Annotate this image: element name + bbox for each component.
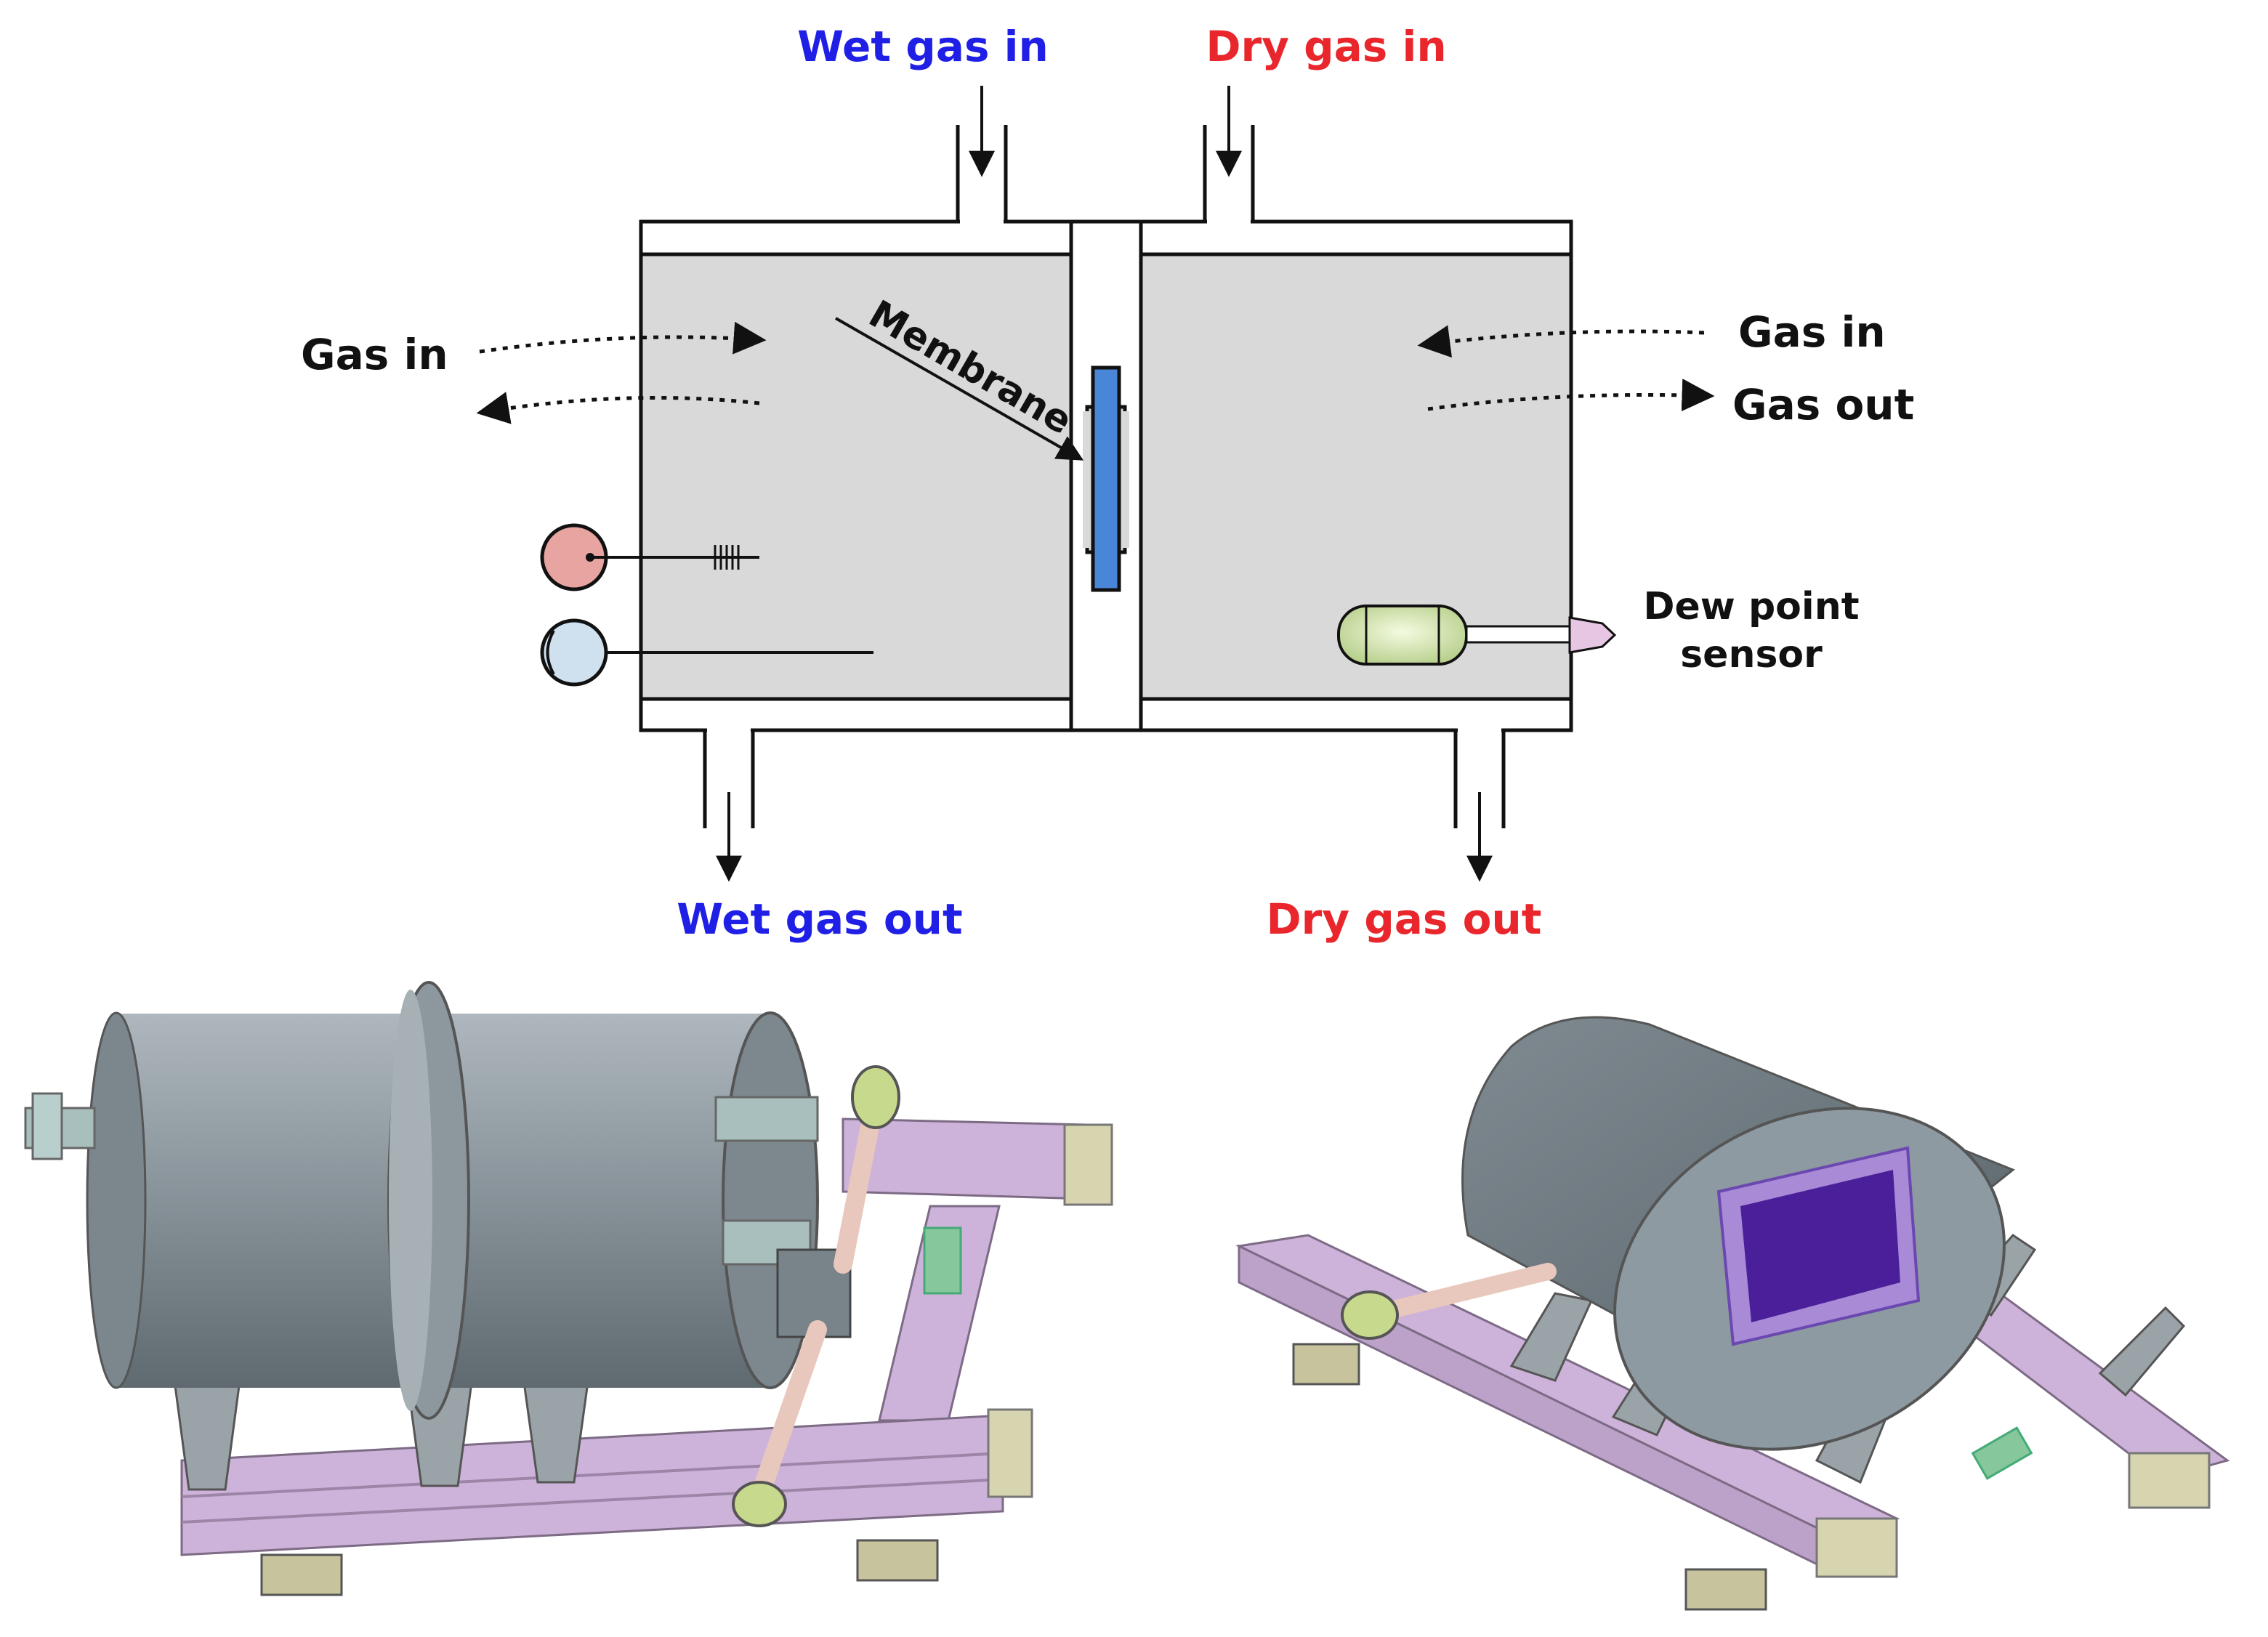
- temperature-gauge-icon: [540, 523, 759, 591]
- dry-gas-out-label: Dry gas out: [1267, 894, 1542, 944]
- membrane: [1091, 365, 1121, 592]
- dew-point-sensor-icon: [1337, 605, 1617, 666]
- wet-gas-inlet-pipe: [956, 125, 1008, 224]
- render-side-view: [24, 981, 1113, 1596]
- wet-chamber: [639, 252, 1073, 701]
- pink-tube-lower: [750, 1320, 827, 1506]
- left-gas-in-label: Gas in: [301, 330, 448, 379]
- wet-gas-in-label: Wet gas in: [797, 22, 1049, 71]
- dry-gas-inlet-pipe: [1203, 125, 1255, 224]
- dew-point-label-line1: Dew point: [1643, 585, 1859, 628]
- right-gas-out-label: Gas out: [1732, 380, 1914, 429]
- schematic: Wet gas in Dry gas in Wet gas out Dry ga…: [301, 22, 1914, 944]
- right-gas-in-arrow: [1417, 325, 1705, 358]
- pressure-gauge-icon: [540, 618, 873, 687]
- saddle-supports: [173, 1375, 590, 1491]
- front-pink-tube: [1361, 1263, 1557, 1324]
- render-front-view: [1235, 1016, 2230, 1611]
- left-gas-in-arrow: [479, 321, 767, 355]
- left-gas-out-arrow: [476, 392, 760, 424]
- wet-gas-out-label: Wet gas out: [677, 894, 962, 944]
- wet-gas-outlet-pipe: [703, 730, 755, 828]
- membrane-pointer: [835, 317, 1084, 461]
- front-rail: [180, 1414, 1004, 1556]
- dry-gas-in-label: Dry gas in: [1206, 22, 1446, 71]
- right-gas-out-arrow: [1427, 379, 1715, 412]
- dry-gas-outlet-pipe: [1453, 730, 1506, 828]
- back-rail: [842, 1117, 1088, 1200]
- right-gas-in-label: Gas in: [1738, 307, 1886, 357]
- dew-point-label-line2: sensor: [1680, 633, 1823, 676]
